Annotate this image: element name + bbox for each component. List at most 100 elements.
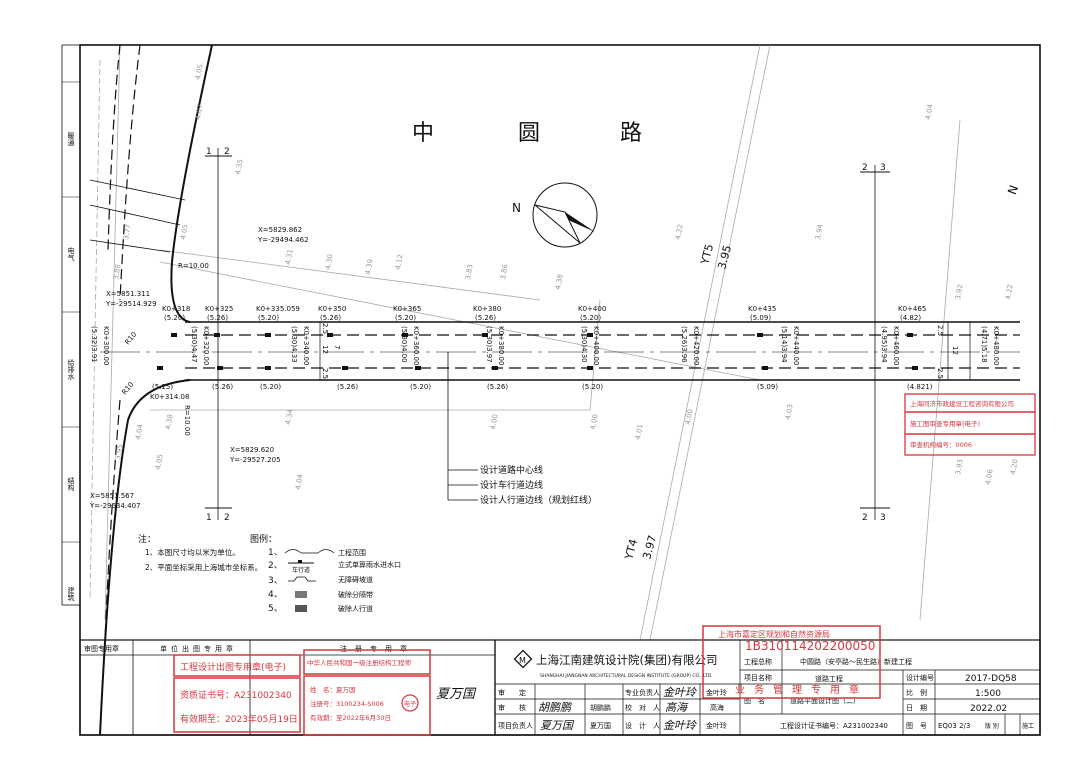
stage: 施工 (1022, 722, 1034, 730)
road-name-char: 中 (412, 121, 434, 146)
spot-elevation: 4.30 (324, 254, 335, 271)
centerline-elevation: (5.26)3.96 (680, 326, 688, 363)
coordinate-x: X=5829.862 (258, 226, 302, 234)
signature: 金叶玲 (663, 686, 698, 699)
legend-number: 3、 (268, 576, 283, 586)
north-label: N (1005, 183, 1021, 196)
top-station-label: K0+325 (205, 305, 233, 313)
person-name: 胡鹏鹏 (590, 703, 611, 712)
top-station-label: K0+365 (393, 305, 421, 313)
section-mark: 1 (206, 147, 212, 157)
review-stamp-line: 上海同济市政建设工程咨询有限公司 (910, 399, 1014, 408)
reg-stamp-number: 注册号：3100234-S006 (310, 699, 384, 708)
inlet-marker (342, 366, 348, 370)
spot-elevation: 3.92 (954, 284, 965, 301)
unit-stamp-valid: 有效期至：2023年05月19日 (180, 713, 298, 725)
bottom-edge-elevation: (4.821) (907, 383, 933, 391)
role-label: 审 定 (498, 688, 526, 697)
stamp-header: 审图专用章 (84, 644, 119, 653)
scale: 1:500 (975, 689, 1001, 699)
survey-point-value: 3.97 (640, 534, 659, 561)
top-edge-elevation: (5.20) (395, 314, 416, 322)
line-legend-item: 设计道路中心线 (480, 464, 543, 476)
width-label: 2.5 (936, 368, 944, 379)
stamp-header: 单位出图专用章 (160, 644, 237, 653)
top-station-label: K0+435 (748, 305, 776, 313)
inlet-marker (157, 366, 163, 370)
spot-elevation: 4.00 (489, 414, 500, 431)
spot-elevation: 4.22 (1004, 284, 1015, 301)
spot-elevation: 4.01 (634, 424, 645, 441)
legend-label: 工程范围 (338, 548, 366, 557)
inlet-marker (327, 333, 333, 337)
role-label: 设 计 人 (625, 721, 660, 730)
top-station-label: K0+350 (318, 305, 346, 313)
registration-stamp: 中华人民共和国一级注册结构工程师 姓 名：夏万国 注册号：3100234-S00… (303, 649, 431, 736)
role-label: 项目负责人 (498, 721, 533, 730)
road-edges (89, 44, 1020, 736)
top-edge-elevation: (5.26) (320, 314, 341, 322)
centerline-elevation: (5.30)4.00 (400, 326, 408, 363)
centerline-station: K0+380.00 (497, 326, 505, 365)
existing-terrain-lines (89, 44, 961, 641)
signature: 高海 (665, 701, 689, 714)
reg-stamp-name: 姓 名：夏万国 (310, 685, 356, 694)
top-station-label: K0+318 (162, 305, 190, 313)
radius-label: R=10.00 (178, 262, 209, 270)
bottom-edge-elevation: (5.20) (260, 383, 281, 391)
coordinate-x: X=5851.567 (90, 492, 134, 500)
survey-point-id: YT4 (622, 538, 640, 562)
spot-elevation: 4.31 (284, 249, 295, 266)
bottom-edge-elevation: (5.26) (337, 383, 358, 391)
review-stamp: 上海同济市政建设工程咨询有限公司 施工图审查专用章(电子) 审查机构编号：000… (904, 393, 1036, 456)
svg-text:M: M (519, 656, 526, 665)
reg-seal: 电子 (404, 700, 416, 708)
inlet-marker (482, 333, 488, 337)
width-label: 2.5 (936, 325, 944, 336)
inlet-marker (762, 366, 768, 370)
unit-stamp-title: 工程设计出图专用章(电子) (180, 661, 286, 673)
centerline-elevation: (4.71)5.18 (980, 326, 988, 363)
planning-bureau-stamp: 上海市嘉定区规划和自然资源局 1B310114202200050 业务管理专用章 (702, 625, 881, 699)
spot-elevation: 4.03 (784, 404, 795, 421)
centerline-station: K0+420.00 (692, 326, 700, 365)
spot-elevation: 4.20 (1009, 459, 1020, 476)
top-edge-elevation: (5.09) (750, 314, 771, 322)
spot-elevation: 4.05 (194, 64, 205, 81)
top-edge-elevation: (5.20) (580, 314, 601, 322)
road-name-char: 圆 (518, 121, 540, 146)
centerline-elevation: (5.30)4.47 (190, 326, 198, 363)
spot-elevation: 4.38 (164, 414, 175, 431)
north-arrow-icon: N N (512, 182, 1021, 248)
spot-elevation: 4.38 (554, 274, 565, 291)
side-strip (61, 44, 81, 606)
notes: 注： 1、本图尺寸均以米为单位。 2、平面坐标采用上海城市坐标系。 (138, 533, 262, 572)
unit-stamp: 工程设计出图专用章(电子) 资质证书号：A231002340 有效期至：2023… (173, 654, 301, 733)
centerline-station: K0+400.00 (592, 326, 600, 365)
spot-elevation: 4.22 (674, 224, 685, 241)
line-legend-item: 设计人行道边线（规划红线） (480, 494, 597, 506)
width-label: 7 (333, 345, 341, 349)
side-strip-label: 建筑 (67, 586, 75, 602)
top-edge-elevation: (5.20) (164, 314, 185, 322)
signature: 金叶玲 (663, 719, 698, 732)
inlet-marker (265, 366, 271, 370)
date-label: 日 期 (906, 704, 927, 712)
spot-elevation: 4.12 (394, 254, 405, 271)
spot-elevation: 3.86 (499, 263, 510, 280)
side-strip-label: 暖通 (67, 132, 75, 147)
station-labels: K0+318(5.20)K0+325(5.26)K0+335.059(5.20)… (90, 305, 1000, 401)
section-mark: 2 (862, 513, 868, 523)
survey-point-value: 3.95 (715, 244, 734, 271)
section-mark: 1 (206, 513, 212, 523)
inlet-marker (415, 366, 421, 370)
bottom-edge-elevation: (5.26) (487, 383, 508, 391)
inlet-marker (907, 333, 913, 337)
legend-number: 4、 (268, 590, 283, 600)
radius-label: R10 (120, 381, 135, 397)
bottom-station-label: K0+314.08 (150, 393, 189, 401)
coordinate-y: Y=-29494.462 (257, 236, 309, 244)
section-mark: 2 (224, 147, 230, 157)
title-block: M 上海江南建筑设计院(集团)有限公司 SHANGHAI JIANGNAN AR… (494, 639, 1041, 736)
